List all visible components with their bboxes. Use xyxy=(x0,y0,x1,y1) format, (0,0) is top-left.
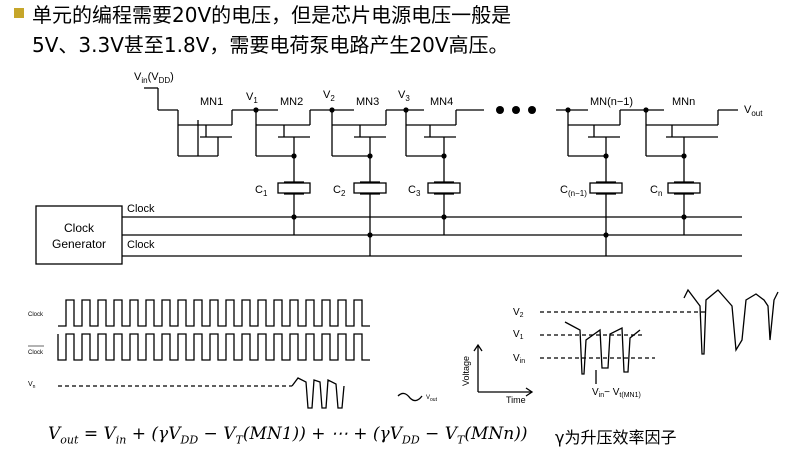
vin-label: Vin(VDD) xyxy=(134,71,174,85)
ellipsis-dot xyxy=(512,106,520,114)
ellipsis-dot xyxy=(528,106,536,114)
transistor-label-3: MN3 xyxy=(356,96,379,108)
plot-xlabel: Time xyxy=(506,395,526,405)
node-label-v2: V2 xyxy=(323,89,335,103)
plot-annotation: Vin− Vt(MN1) xyxy=(592,387,641,399)
clock-generator-label-1: Clock xyxy=(64,221,95,235)
plot-label-v1: V1 xyxy=(513,329,524,341)
node-label-v1: V1 xyxy=(246,91,258,105)
node-label-v3: V3 xyxy=(398,89,410,103)
cap-label-cn: Cn xyxy=(650,184,662,198)
slide-title: 单元的编程需要20V的电压，但是芯片电源电压一般是 5V、3.3V甚至1.8V，… xyxy=(32,0,511,60)
transistor-label-n: MNn xyxy=(672,96,695,108)
clock-generator-box xyxy=(35,205,123,265)
transistor-label-2: MN2 xyxy=(280,96,303,108)
title-line-2: 5V、3.3V甚至1.8V，需要电荷泵电路产生20V高压。 xyxy=(32,33,509,57)
output-voltage-formula: Vout = Vin + (γVDD − VT(MN1)) + ⋯ + (γVD… xyxy=(48,424,528,447)
transistor-label-n-1: MN(n−1) xyxy=(590,96,633,108)
cap-label-c3: C3 xyxy=(408,184,421,198)
cap-label-c2: C2 xyxy=(333,184,346,198)
ellipsis-dot xyxy=(496,106,504,114)
waveform-clock-bar-label: Clock xyxy=(28,350,44,356)
waveform-vn-label: Vn xyxy=(28,381,36,390)
waveform-clock-label: Clock xyxy=(28,312,44,318)
clock-generator-label-2: Generator xyxy=(52,237,106,251)
cap-label-c1: C1 xyxy=(255,184,268,198)
cap-label-cn-1: C(n−1) xyxy=(560,184,587,198)
vout-label: Vout xyxy=(744,104,763,118)
waveform-vout-label: Vout xyxy=(426,395,438,403)
clock-bar-line-label: Clock xyxy=(127,239,155,251)
plot-label-vin: Vin xyxy=(513,353,525,365)
title-line-1: 单元的编程需要20V的电压，但是芯片电源电压一般是 xyxy=(32,3,512,27)
clock-line-label: Clock xyxy=(127,203,155,215)
plot-ylabel: Voltage xyxy=(461,356,471,386)
transistor-label-4: MN4 xyxy=(430,96,453,108)
plot-label-v2: V2 xyxy=(513,307,524,319)
gamma-note: γ为升压效率因子 xyxy=(555,428,677,447)
transistor-label-1: MN1 xyxy=(200,96,223,108)
bullet-square-icon xyxy=(14,8,24,18)
